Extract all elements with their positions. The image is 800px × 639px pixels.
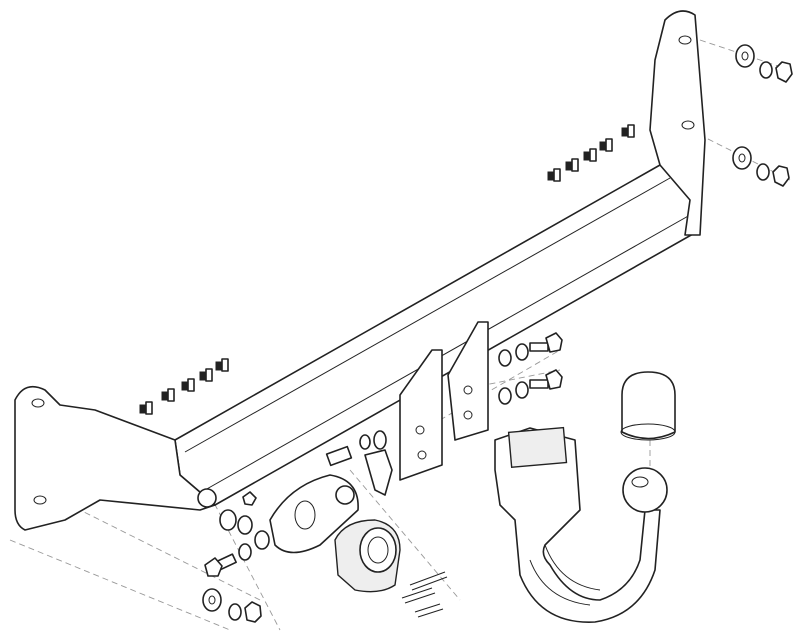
center-bolts-washers — [498, 332, 563, 405]
tow-ball-neck — [494, 426, 668, 623]
tow-ball-cover — [620, 371, 676, 441]
right-washers-nuts — [732, 44, 793, 187]
left-washers-nuts — [202, 491, 270, 623]
left-mounting-bracket — [14, 385, 217, 531]
socket-mounting-plate — [269, 430, 393, 554]
clip-fasteners — [139, 124, 635, 415]
center-brackets — [399, 321, 489, 481]
right-mounting-bracket — [649, 10, 706, 236]
electrical-socket — [334, 519, 448, 618]
